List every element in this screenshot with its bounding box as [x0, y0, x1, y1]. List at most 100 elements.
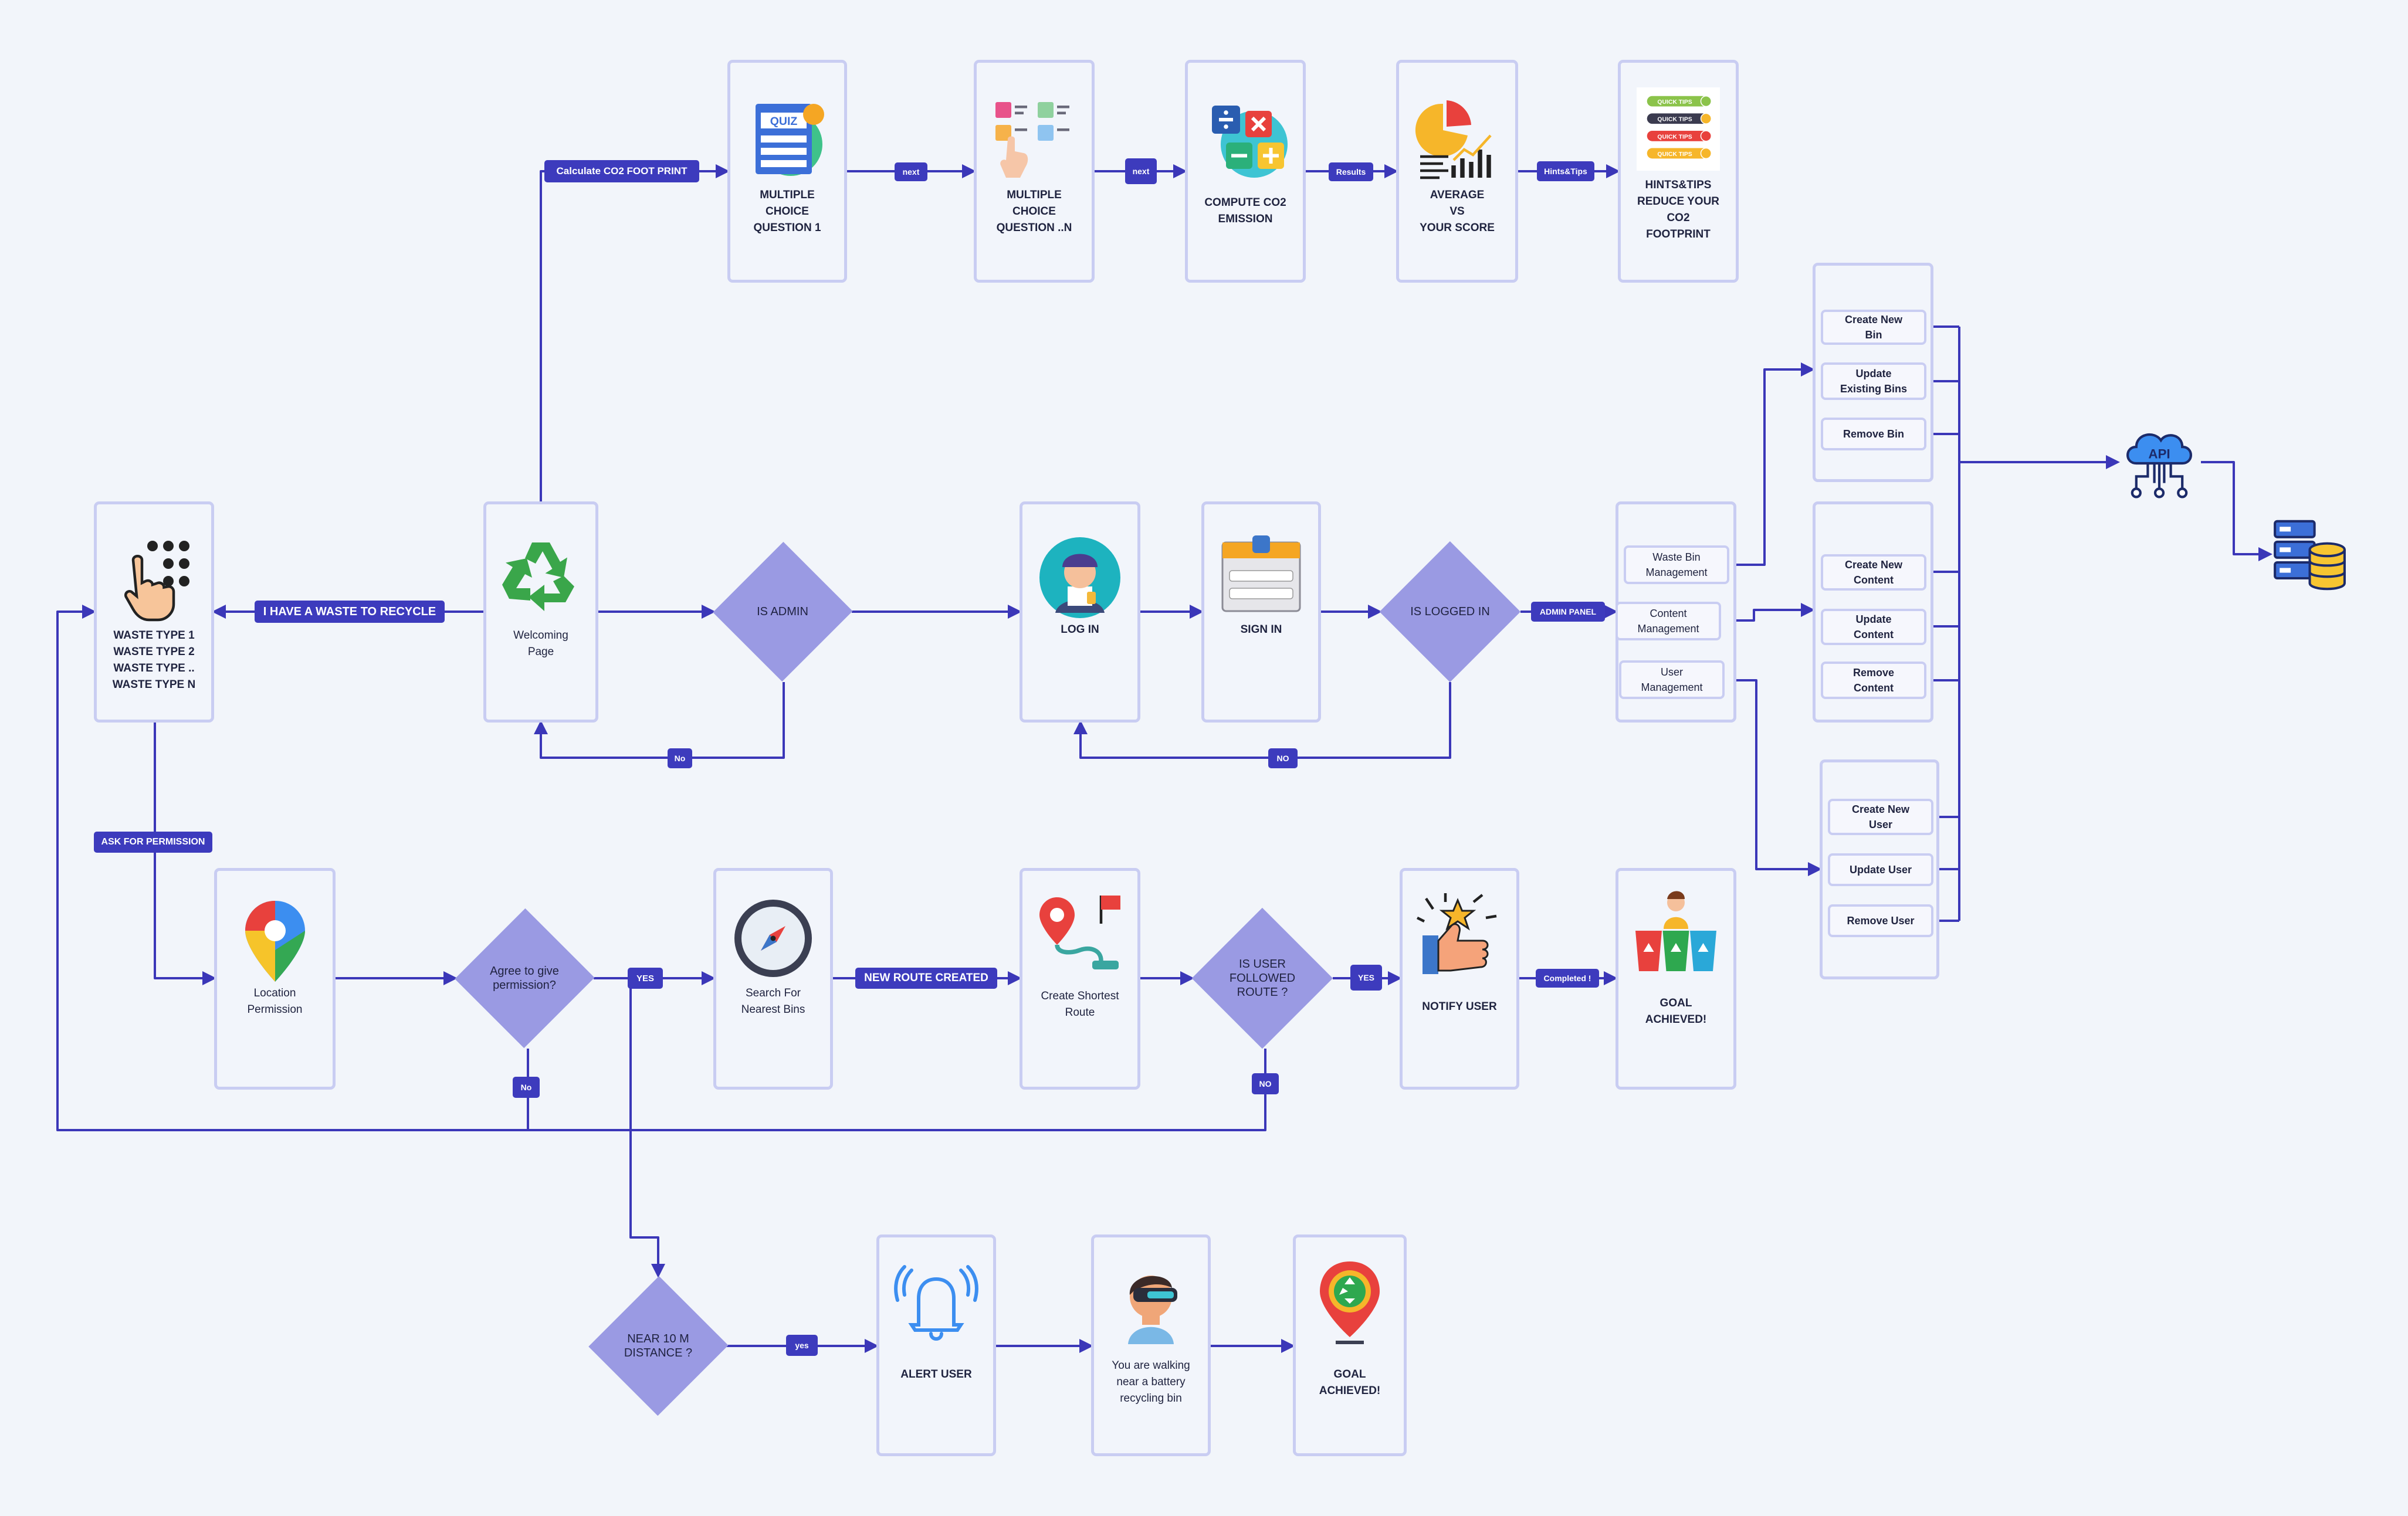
edge-bin-mgmt — [1729, 362, 1815, 566]
keypad-hand-icon — [97, 528, 211, 628]
edge-label-no-permission: No — [513, 1077, 540, 1098]
search-text: Search For Nearest Bins — [741, 987, 805, 1016]
recycle-pin-icon — [1296, 1252, 1404, 1352]
average-text: AVERAGE VS YOUR SCORE — [1420, 189, 1495, 234]
vr-user-icon — [1094, 1254, 1208, 1354]
create-new-bin-button[interactable]: Create New Bin — [1821, 310, 1926, 345]
thumbs-up-icon — [1403, 886, 1516, 985]
edge-label-calc-co2: Calculate CO2 FOOT PRINT — [544, 160, 699, 182]
average-node[interactable]: AVERAGE VS YOUR SCORE — [1396, 60, 1518, 283]
mcq1-node[interactable]: QUIZ MULTIPLE CHOICE QUESTION 1 — [727, 60, 847, 283]
recycling-bins-person-icon — [1618, 883, 1733, 982]
agree-permission-decision: Agree to give permission? — [455, 908, 594, 1049]
edge-label-admin-no: No — [668, 748, 692, 768]
goal2-text: GOAL ACHIEVED! — [1319, 1368, 1381, 1397]
edge-content-mgmt — [1721, 603, 1815, 622]
calculator-icon — [1188, 89, 1303, 189]
compass-icon — [716, 888, 830, 988]
edge-label-have-waste: I HAVE A WASTE TO RECYCLE — [255, 601, 445, 623]
svg-text:QUIZ: QUIZ — [770, 115, 798, 128]
edge-waste-to-location — [154, 723, 216, 985]
welcoming-text: Welcoming Page — [513, 629, 568, 658]
waste-types-text: WASTE TYPE 1 WASTE TYPE 2 WASTE TYPE .. … — [112, 629, 196, 691]
edge-to-near — [629, 978, 665, 1278]
edge-label-completed: Completed ! — [1536, 969, 1599, 988]
admin-avatar-icon — [1022, 528, 1137, 628]
edge-label-admin-panel: ADMIN PANEL — [1531, 602, 1605, 622]
route-icon — [1022, 883, 1137, 982]
edge-label-results: Results — [1329, 162, 1373, 181]
notify-text: NOTIFY USER — [1422, 1001, 1497, 1013]
mcqn-text: MULTIPLE CHOICE QUESTION ..N — [996, 189, 1072, 234]
goal1-text: GOAL ACHIEVED! — [1645, 997, 1707, 1026]
update-existing-bins-button[interactable]: Update Existing Bins — [1821, 362, 1926, 400]
hints-text: HINTS&TIPS REDUCE YOUR CO2 FOOTPRINT — [1637, 179, 1720, 240]
edge-label-new-route: NEW ROUTE CREATED — [855, 968, 997, 989]
edge-label-yes-permission: YES — [628, 968, 663, 989]
edge-label-logged-no: NO — [1268, 748, 1298, 768]
location-permission-node[interactable]: Location Permission — [214, 868, 336, 1090]
user-followed-route-decision: IS USER FOLLOWED ROUTE ? — [1192, 908, 1333, 1049]
api-cloud-icon: API — [2118, 422, 2201, 504]
signin-form-icon — [1204, 528, 1318, 628]
svg-text:API: API — [2148, 447, 2170, 462]
abcd-choice-icon — [977, 89, 1092, 189]
remove-content-button[interactable]: Remove Content — [1821, 662, 1926, 699]
update-user-button[interactable]: Update User — [1828, 853, 1933, 886]
edge-logged-no — [1073, 682, 1451, 759]
welcoming-page-node[interactable]: Welcoming Page — [483, 501, 598, 723]
waste-types-node[interactable]: WASTE TYPE 1 WASTE TYPE 2 WASTE TYPE .. … — [94, 501, 214, 723]
remove-bin-button[interactable]: Remove Bin — [1821, 418, 1926, 450]
hints-node[interactable]: QUICK TIPS QUICK TIPS QUICK TIPS QUICK T… — [1618, 60, 1739, 283]
edge-label-yes-near: yes — [786, 1335, 818, 1356]
svg-text:QUICK TIPS: QUICK TIPS — [1657, 134, 1692, 140]
walking-node[interactable]: You are walking near a battery recycling… — [1091, 1234, 1211, 1456]
search-bins-node[interactable]: Search For Nearest Bins — [713, 868, 833, 1090]
compute-text: COMPUTE CO2 EMISSION — [1204, 196, 1286, 225]
waste-bin-management-button[interactable]: Waste Bin Management — [1624, 545, 1729, 584]
quiz-icon: QUIZ — [730, 89, 844, 189]
analytics-icon — [1399, 89, 1515, 189]
alert-text: ALERT USER — [900, 1368, 972, 1381]
alert-user-node[interactable]: ALERT USER — [876, 1234, 996, 1456]
edge-label-ask-permission: ASK FOR PERMISSION — [94, 832, 212, 853]
bell-icon — [879, 1254, 993, 1354]
location-text: Location Permission — [247, 987, 303, 1016]
shortest-route-node[interactable]: Create Shortest Route — [1020, 868, 1140, 1090]
goal-achieved-node-2[interactable]: GOAL ACHIEVED! — [1293, 1234, 1407, 1456]
content-management-button[interactable]: Content Management — [1616, 602, 1721, 640]
user-management-button[interactable]: User Management — [1619, 660, 1725, 699]
recycle-icon — [486, 528, 595, 628]
compute-node[interactable]: COMPUTE CO2 EMISSION — [1185, 60, 1306, 283]
create-new-user-button[interactable]: Create New User — [1828, 799, 1933, 835]
is-admin-decision: IS ADMIN — [713, 541, 852, 682]
edge-api-to-db — [2201, 461, 2272, 561]
svg-text:QUICK TIPS: QUICK TIPS — [1657, 117, 1692, 123]
near-distance-decision: NEAR 10 M DISTANCE ? — [588, 1276, 728, 1416]
svg-text:QUICK TIPS: QUICK TIPS — [1657, 151, 1692, 158]
map-pin-icon — [217, 891, 333, 991]
database-server-icon — [2270, 515, 2349, 594]
mcq1-text: MULTIPLE CHOICE QUESTION 1 — [753, 189, 821, 234]
update-content-button[interactable]: Update Content — [1821, 609, 1926, 645]
notify-user-node[interactable]: NOTIFY USER — [1400, 868, 1519, 1090]
edge-user-mgmt — [1725, 679, 1822, 876]
svg-text:QUICK TIPS: QUICK TIPS — [1657, 99, 1692, 106]
login-node[interactable]: LOG IN — [1020, 501, 1140, 723]
signin-node[interactable]: SIGN IN — [1201, 501, 1321, 723]
signin-text: SIGN IN — [1240, 623, 1282, 636]
quick-tips-icon: QUICK TIPS QUICK TIPS QUICK TIPS QUICK T… — [1621, 79, 1736, 179]
shortest-text: Create Shortest Route — [1041, 990, 1119, 1019]
edge-admin-no — [534, 682, 785, 759]
walking-text: You are walking near a battery recycling… — [1112, 1359, 1190, 1405]
is-logged-in-decision: IS LOGGED IN — [1380, 541, 1520, 682]
goal-achieved-node-1[interactable]: GOAL ACHIEVED! — [1616, 868, 1736, 1090]
edge-actions-bus — [1926, 325, 1959, 922]
edge-label-next-1: next — [895, 162, 927, 181]
remove-user-button[interactable]: Remove User — [1828, 904, 1933, 937]
edge-label-no-followed: NO — [1252, 1073, 1279, 1094]
mcqn-node[interactable]: MULTIPLE CHOICE QUESTION ..N — [974, 60, 1095, 283]
edge-label-yes-followed: YES — [1350, 965, 1382, 991]
create-new-content-button[interactable]: Create New Content — [1821, 554, 1926, 591]
edge-label-hints-tips: Hints&Tips — [1537, 161, 1594, 181]
